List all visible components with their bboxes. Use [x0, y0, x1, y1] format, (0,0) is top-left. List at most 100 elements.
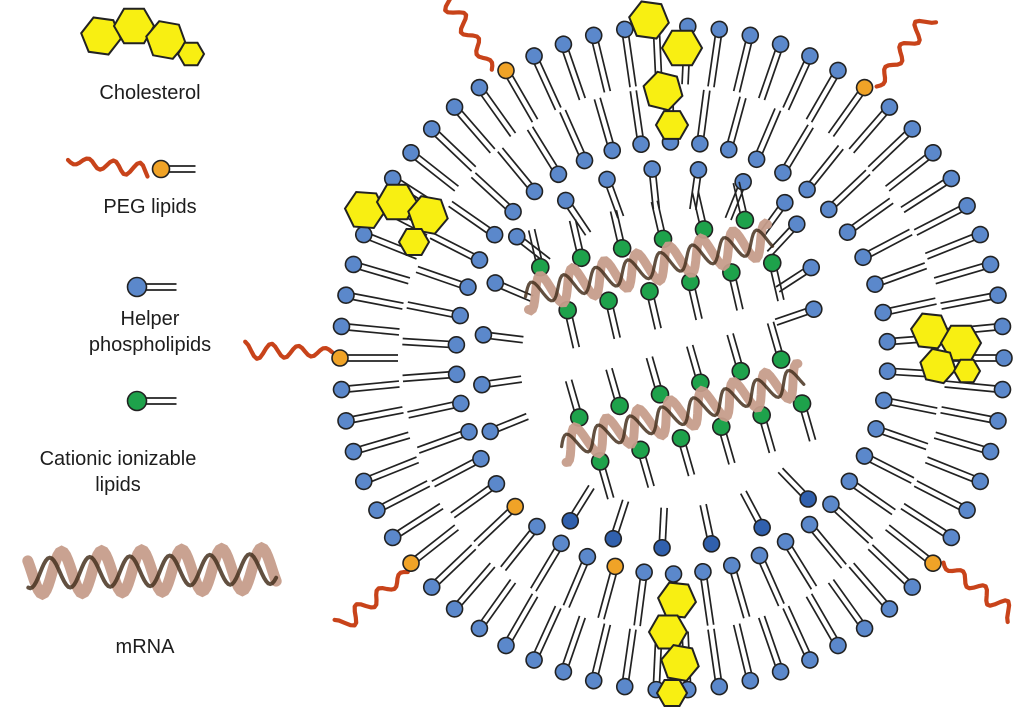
cationic-ionizable-lipid [564, 379, 589, 427]
helper-lipid-inner [776, 532, 818, 590]
helper-lipid-inner [562, 547, 597, 608]
helper-lipid-core [774, 300, 823, 326]
helper-lipid-inner [750, 546, 785, 607]
peg-lipid-head [402, 524, 460, 573]
helper-lipid-outer [525, 47, 562, 111]
cholesterol-hexagon [343, 190, 387, 230]
cholesterol-hexagon [655, 679, 689, 707]
helper-lipid-core [561, 484, 595, 530]
peg-lipid-head [884, 524, 942, 573]
helper-lipid-inner [559, 109, 594, 170]
cationic-ionizable-lipid [671, 428, 696, 477]
helper-lipid-inner [800, 515, 847, 569]
helper-lipid-inner [798, 144, 844, 199]
helper-lipid-outer [332, 380, 400, 399]
helper-lipid-outer [900, 169, 961, 214]
helper-lipid-outer [732, 623, 760, 690]
helper-lipid-outer [940, 286, 1007, 310]
helper-lipid-core [604, 499, 630, 548]
cholesterol-hexagon [397, 228, 431, 256]
helper-lipid-outer [445, 562, 496, 618]
cholesterol-hexagon [642, 70, 684, 112]
helper-lipid-core [758, 193, 794, 238]
helper-lipid-outer [757, 35, 790, 101]
peg-lipid-head [473, 497, 525, 547]
helper-lipid-outer [615, 20, 637, 88]
cholesterol-hexagon [176, 41, 206, 67]
helper-lipid-core [643, 160, 661, 210]
helper-lipid-outer [615, 628, 637, 696]
helper-lipid-inner [406, 301, 470, 325]
peg-tail-squiggle [243, 339, 335, 361]
legend-label-peg-lipids: PEG lipids [103, 196, 197, 218]
cationic-ionizable-lipid [792, 394, 817, 442]
cholesterol-hexagon [112, 7, 156, 45]
helper-phospholipid-icon [126, 276, 177, 298]
helper-lipid-inner [719, 96, 747, 159]
helper-lipid-inner [774, 124, 814, 182]
helper-lipid-outer [782, 47, 819, 111]
peg-lipid-head [331, 349, 398, 367]
helper-lipid-outer [337, 406, 404, 430]
helper-lipid-inner [722, 556, 751, 619]
helper-lipid-inner [838, 197, 894, 241]
peg-tail-squiggle [332, 569, 410, 628]
cholesterol-hexagon [654, 110, 690, 140]
helper-lipid-inner [402, 365, 466, 384]
cholesterol-hexagon [660, 644, 700, 682]
cationic-ionizable-lipid [686, 344, 710, 393]
cationic-ionizable-lipid [126, 390, 177, 412]
helper-lipid-inner [855, 447, 915, 484]
helper-lipid-outer [913, 480, 976, 519]
helper-lipid-inner [429, 232, 489, 269]
helper-lipid-outer [337, 286, 404, 310]
helper-lipid-inner [867, 420, 929, 451]
helper-lipid-outer [933, 431, 1000, 461]
helper-lipid-outer [933, 255, 1000, 285]
cationic-ionizable-lipid-icon [126, 390, 177, 412]
helper-lipid-outer [554, 615, 587, 681]
helper-lipid-outer [344, 255, 411, 285]
helper-lipid-core [473, 375, 523, 394]
cationic-ionizable-lipid [726, 333, 751, 381]
legend-label-cationic-ionizable-lipids: Cationic ionizable lipids [39, 448, 197, 497]
cationic-ionizable-lipid [645, 356, 670, 404]
helper-lipid-outer [383, 502, 444, 547]
mrna-icon [22, 541, 282, 601]
legend-label-cholesterol: Cholesterol [99, 82, 201, 104]
cationic-ionizable-lipid [732, 181, 755, 230]
helper-lipid-outer [422, 544, 477, 596]
helper-lipid-outer [867, 120, 922, 172]
helper-lipid-outer [867, 544, 922, 596]
cholesterol-hexagon [80, 16, 122, 56]
helper-lipid-outer [732, 26, 760, 93]
cationic-ionizable-lipid [568, 219, 591, 268]
helper-lipid-inner [593, 97, 622, 160]
peg-lipid-head [827, 78, 874, 138]
mrna-helix [22, 541, 282, 601]
legend-label-mrna: mRNA [115, 636, 175, 658]
mrna-helix [523, 218, 775, 316]
helper-lipid-inner [500, 517, 546, 572]
helper-lipid-inner [450, 475, 506, 519]
helper-lipid-outer [402, 143, 460, 192]
cationic-ionizable-lipid [609, 209, 632, 258]
helper-lipid-inner [470, 172, 522, 221]
helper-lipid-outer [940, 406, 1007, 430]
helper-lipid-core [556, 191, 592, 236]
peg-squiggles [243, 0, 1012, 628]
cationic-ionizable-lipid [711, 417, 736, 465]
helper-lipid-core [699, 503, 721, 553]
legend-label-helper-phospholipids: Helper phospholipids [88, 308, 212, 357]
cationic-ionizable-lipid [605, 367, 629, 416]
helper-lipid-core [598, 170, 625, 219]
helper-lipid-outer [525, 605, 562, 669]
helper-lipid-inner [526, 126, 568, 184]
helper-lipid-outer [497, 593, 539, 655]
cholesterol-hexagon [628, 0, 670, 40]
peg-tail-squiggle [443, 0, 495, 72]
cationic-ionizable-lipid [527, 228, 550, 277]
helper-lipid-inner [629, 90, 650, 154]
